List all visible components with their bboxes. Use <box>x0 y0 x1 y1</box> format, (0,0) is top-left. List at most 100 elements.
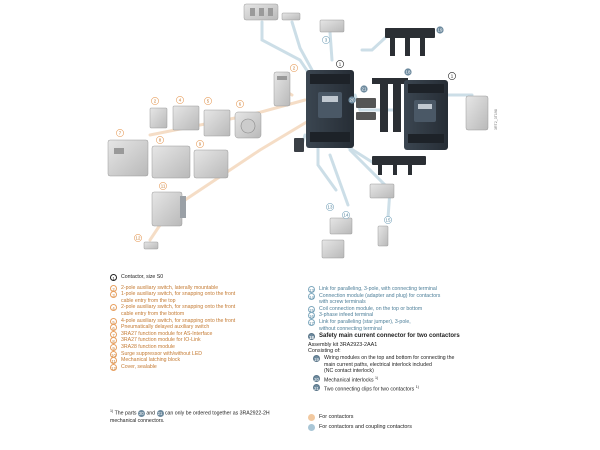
callout-20: 20 <box>348 96 356 104</box>
svg-text:20: 20 <box>350 98 355 103</box>
legend-num: 13 <box>308 286 315 293</box>
legend-text: without connecting terminal <box>319 325 382 332</box>
legend-item-1: 1 Contactor, size S0 <box>110 274 300 281</box>
legend-num: 1 <box>110 274 117 281</box>
legend-num: 7 <box>110 330 117 338</box>
legend-text: Mechanical interlocks 1) <box>324 375 379 384</box>
footnote-text-a: The parts <box>114 410 137 417</box>
legend-text: 3RA28 function module <box>121 343 175 350</box>
svg-text:18: 18 <box>406 70 411 75</box>
component-cover <box>143 241 159 250</box>
svg-text:7: 7 <box>119 131 122 136</box>
callout-1-left: 1 <box>336 60 344 68</box>
kit-subheading: Consisting of: <box>308 348 341 355</box>
legend-num: 10 <box>110 350 117 358</box>
legend-num: 12 <box>110 363 117 371</box>
callout-2: 2 <box>151 97 159 105</box>
callout-21: 21 <box>360 85 368 93</box>
legend-num: 18 <box>308 333 315 341</box>
callout-15: 15 <box>384 216 392 224</box>
component-aux-switch-lateral <box>273 71 291 107</box>
legend-text: Safety main current connector for two co… <box>319 333 460 340</box>
legend-text: Two connecting clips for two contactors … <box>324 385 419 393</box>
legend-right-items: 13 Link for paralleling, 3-pole, with con… <box>308 286 508 332</box>
component-coil-module-bottom <box>377 225 389 247</box>
legend-text: 3-phase infeed terminal <box>319 312 374 319</box>
component-wiring-module-top <box>385 28 435 56</box>
footnote-text-b: can only be ordered together as 3RA2922-… <box>164 410 270 417</box>
color-key-text: For contactors and coupling contactors <box>319 424 412 430</box>
component-coil-module-top <box>319 19 345 33</box>
legend-num: 3 <box>110 291 117 299</box>
component-aux-switch-4pole <box>203 109 231 137</box>
callout-2-top: 2 <box>290 64 298 72</box>
legend-sup: 1) <box>415 385 419 390</box>
svg-text:2: 2 <box>154 99 157 104</box>
legend-text: main current paths, electrical interlock… <box>324 361 432 368</box>
svg-text:12: 12 <box>136 236 141 241</box>
component-function-module-io-link <box>151 145 191 179</box>
callout-19: 19 <box>436 26 444 34</box>
kit-heading: Assembly kit 3RA2923-2AA1 <box>308 341 378 348</box>
legend-item-20: 20 Mechanical interlocks 1) <box>313 374 508 384</box>
legend-num: 8 <box>110 337 117 345</box>
legend-text: Mechanical latching block <box>121 357 181 364</box>
svg-text:3: 3 <box>325 38 328 43</box>
legend-num: 2 <box>110 284 117 292</box>
callout-9: 9 <box>196 140 204 148</box>
legend-num: 17 <box>308 318 315 326</box>
legend-text: Connection module (adapter and plug) for… <box>319 292 441 299</box>
legend-num: 19 <box>313 354 320 362</box>
callout-4: 4 <box>176 96 184 104</box>
svg-text:13: 13 <box>328 205 333 210</box>
legend-item-14: 14 Connection module (adapter and plug) f… <box>308 292 508 306</box>
component-function-module-3ra28 <box>193 149 229 179</box>
footnote-line-1: 1) The parts 20 and 21 can only be order… <box>110 408 270 418</box>
color-key-text: For contactors <box>319 414 354 420</box>
legend-text: Link for paralleling, 3-pole, with conne… <box>319 286 437 292</box>
legend-text: 2-pole auxiliary switch, for snapping on… <box>121 304 236 311</box>
component-pneumatic-timer <box>234 111 262 139</box>
svg-text:2: 2 <box>293 66 296 71</box>
callout-11: 11 <box>159 182 167 190</box>
footnote: 1) The parts 20 and 21 can only be order… <box>110 408 270 424</box>
component-aux-switch-1pole <box>149 107 168 129</box>
svg-text:1: 1 <box>339 62 342 67</box>
component-infeed-terminal <box>369 183 395 199</box>
legend-num: 9 <box>110 343 117 351</box>
legend-num: 14 <box>308 292 315 300</box>
legend-text: Pneumatically delayed auxiliary switch <box>121 324 210 331</box>
svg-text:11: 11 <box>161 184 166 189</box>
legend-text: 1-pole auxiliary switch, for snapping on… <box>121 291 236 298</box>
footnote-badge-20: 20 <box>137 409 145 417</box>
component-connection-module-bottom <box>321 217 353 259</box>
svg-text:5: 5 <box>207 99 210 104</box>
svg-text:4: 4 <box>179 98 182 103</box>
svg-text:19: 19 <box>438 28 443 33</box>
color-key-contactors: For contactors <box>308 414 353 421</box>
exploded-view-diagram: 3RT2_3T198 2 2 4 5 6 7 8 9 11 12 3 13 14… <box>107 3 498 259</box>
callout-14: 14 <box>342 211 350 219</box>
svg-text:14: 14 <box>344 213 349 218</box>
legend-num: 20 <box>313 374 320 382</box>
legend-item-7: 7 3RA27 function module for AS-Interface <box>110 330 300 338</box>
footnote-badge-21: 21 <box>156 409 164 417</box>
legend-item-18: 18 Safety main current connector for two… <box>308 333 508 341</box>
svg-text:15: 15 <box>386 218 391 223</box>
callouts: 2 2 4 5 6 7 8 9 11 12 3 13 14 15 18 19 2… <box>116 26 456 242</box>
legend-text: 3RA27 function module for AS-Interface <box>121 330 213 337</box>
color-key-swatch-orange <box>308 414 315 421</box>
legend-text: 4-pole auxiliary switch, for snapping on… <box>121 317 236 324</box>
legend-text: Coil connection module, on the top or bo… <box>319 305 423 312</box>
component-latching-block <box>151 191 186 227</box>
